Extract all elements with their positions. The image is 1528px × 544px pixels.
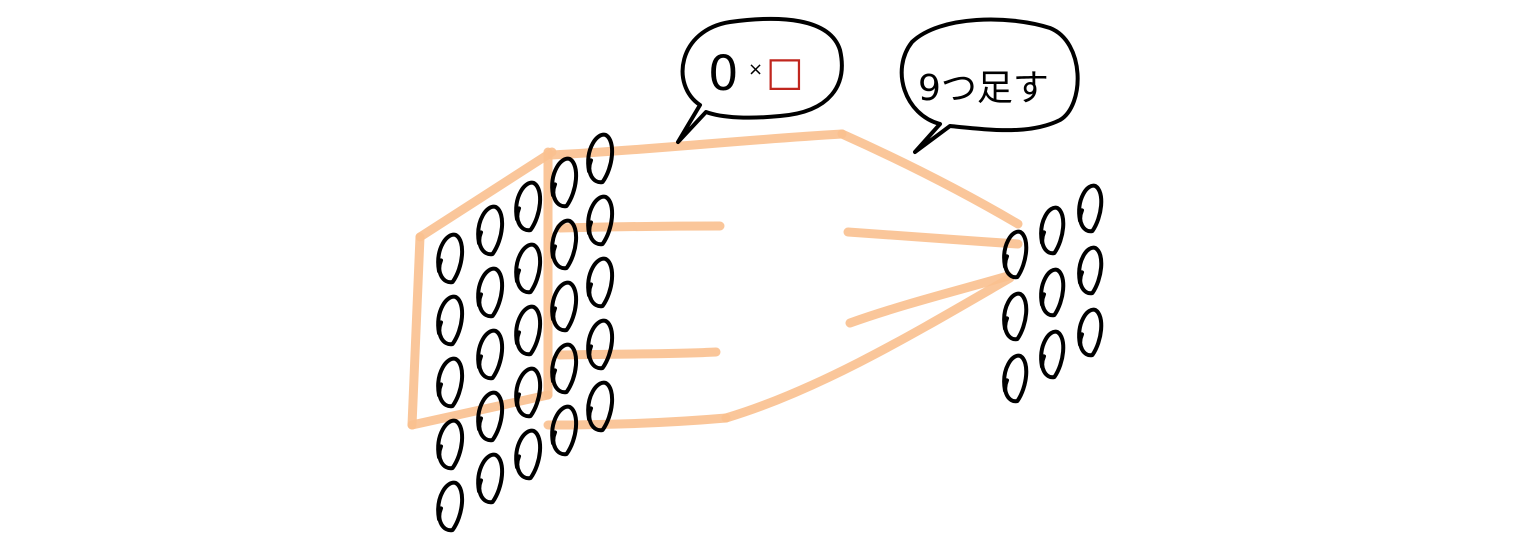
bubble-right-outline	[899, 17, 1080, 154]
output-cell	[1039, 329, 1066, 380]
output-cell	[1077, 245, 1104, 296]
bubble-left-glyph: 0	[708, 46, 739, 102]
input-cell	[436, 294, 465, 347]
input-cell	[514, 428, 543, 481]
input-cell	[514, 366, 543, 419]
input-cell	[550, 156, 579, 209]
speech-bubble-left: 0 × □	[676, 16, 844, 144]
bubble-left-square: □	[766, 49, 804, 95]
projection-line	[543, 413, 731, 430]
input-cell	[550, 280, 579, 333]
input-cell	[436, 418, 465, 471]
input-cell	[586, 256, 615, 309]
projection-line	[415, 147, 557, 242]
projection-line	[845, 271, 1013, 328]
input-cell	[436, 480, 465, 533]
input-cell	[476, 204, 505, 257]
output-cell	[1002, 291, 1029, 342]
input-cell	[586, 132, 615, 185]
kernel-vline-2	[795, 178, 800, 354]
output-cell	[1077, 307, 1104, 358]
input-cell	[586, 194, 615, 247]
projection-line	[721, 273, 1015, 423]
input-cell	[586, 380, 615, 433]
projection-line	[555, 347, 721, 360]
kernel-hline-2	[724, 282, 830, 337]
projection-line	[555, 221, 725, 233]
input-cell	[476, 390, 505, 443]
output-cell	[1039, 267, 1066, 318]
projection-line	[843, 227, 1023, 249]
kernel-filter	[718, 143, 848, 408]
input-cell	[550, 404, 579, 457]
input-cell	[514, 304, 543, 357]
speech-bubble-right: 9つ足す	[899, 17, 1080, 154]
input-feature-map	[436, 132, 615, 533]
projection-line	[837, 129, 1023, 229]
kernel-hline-1	[732, 213, 833, 272]
input-cell	[476, 452, 505, 505]
kernel-frame	[718, 143, 848, 408]
bubble-right-label: 9つ足す	[918, 68, 1049, 109]
input-cell	[476, 328, 505, 381]
input-cell	[550, 342, 579, 395]
projection-line	[407, 232, 425, 430]
output-cell	[1002, 229, 1029, 280]
input-cell	[586, 318, 615, 371]
input-cell	[514, 180, 543, 233]
input-cell	[436, 232, 465, 285]
bubble-left-outline	[676, 16, 844, 144]
output-cell	[1002, 353, 1029, 404]
output-cell	[1039, 205, 1066, 256]
bubble-left-operator: ×	[748, 59, 763, 80]
output-feature-map	[1002, 183, 1104, 404]
input-cell	[514, 242, 543, 295]
output-cell	[1077, 183, 1104, 234]
input-cell	[476, 266, 505, 319]
kernel-vline-1	[757, 202, 763, 384]
input-cell	[436, 356, 465, 409]
input-cell	[550, 218, 579, 271]
